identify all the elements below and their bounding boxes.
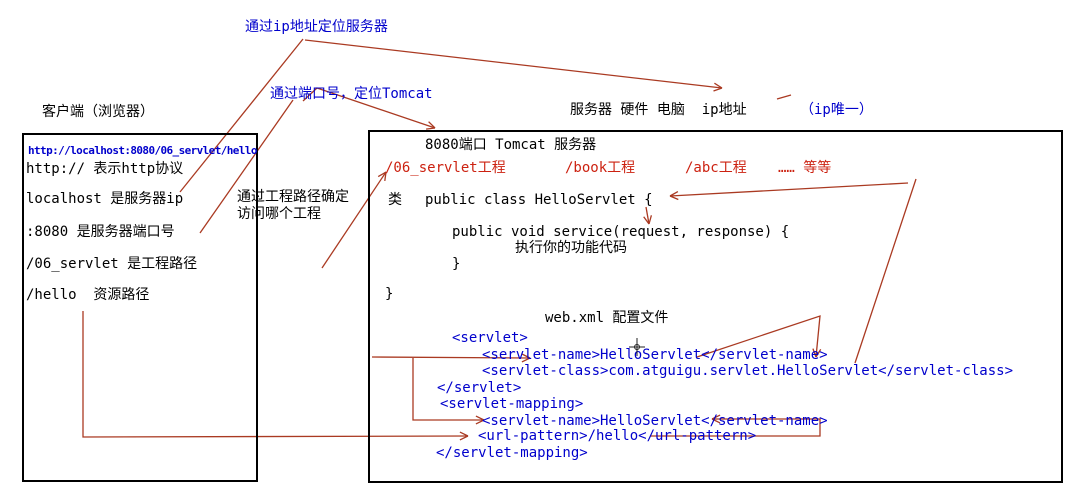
arrow-ip-to-server [304,39,723,89]
xml-servlet-name-1: <servlet-name>HelloServlet</servlet-name… [482,347,828,363]
code-close-outer: } [385,286,394,302]
xml-mapping-open: <servlet-mapping> [440,396,584,412]
label-port-locate: 通过端口号，定位Tomcat [270,86,433,102]
url-line: http://localhost:8080/06_servlet/hello [28,144,257,157]
xml-servlet-close: </servlet> [437,380,522,396]
line-stray-tick [776,94,792,100]
note-localhost: localhost 是服务器ip [26,191,184,207]
note-resource: /hello 资源路径 [26,287,150,303]
arrow-port-to-tomcat-head [428,121,436,129]
label-ip-locate: 通过ip地址定位服务器 [245,19,388,35]
note-http: http:// 表示http协议 [26,161,184,177]
arrow-ip-to-server-head [713,87,723,92]
project-etc: …… 等等 [778,160,832,176]
label-server: 服务器 硬件 电脑 ip地址 [570,102,747,118]
label-ip-unique: （ip唯一） [800,102,873,118]
code-service: public void service(request, response) { [452,224,790,240]
code-close-inner: } [452,256,461,272]
note-project-path-2: 访问哪个工程 [237,206,321,222]
webxml-title: web.xml 配置文件 [545,310,669,326]
note-project: /06_servlet 是工程路径 [26,256,198,272]
project-book: /book工程 [565,160,636,176]
tomcat-server-box [368,130,1063,483]
label-client: 客户端（浏览器） [42,104,154,120]
code-service-note: 执行你的功能代码 [515,240,627,256]
note-project-path-1: 通过工程路径确定 [237,189,349,205]
tomcat-title: 8080端口 Tomcat 服务器 [425,137,597,153]
xml-url-pattern: <url-pattern>/hello</url-pattern> [478,428,757,444]
code-class: public class HelloServlet { [425,192,653,208]
project-abc: /abc工程 [685,160,747,176]
note-port: :8080 是服务器端口号 [26,224,175,240]
project-06-servlet: /06_servlet工程 [385,160,506,176]
xml-mapping-close: </servlet-mapping> [436,445,588,461]
xml-servlet-class: <servlet-class>com.atguigu.servlet.Hello… [482,363,1014,379]
xml-servlet-open: <servlet> [452,330,528,346]
xml-servlet-name-2: <servlet-name>HelloServlet</servlet-name… [482,413,828,429]
arrow-ip-to-server-head [714,82,723,89]
client-browser-box [22,133,258,482]
arrow-port-to-tomcat-head [426,127,436,130]
class-label: 类 [388,192,402,208]
